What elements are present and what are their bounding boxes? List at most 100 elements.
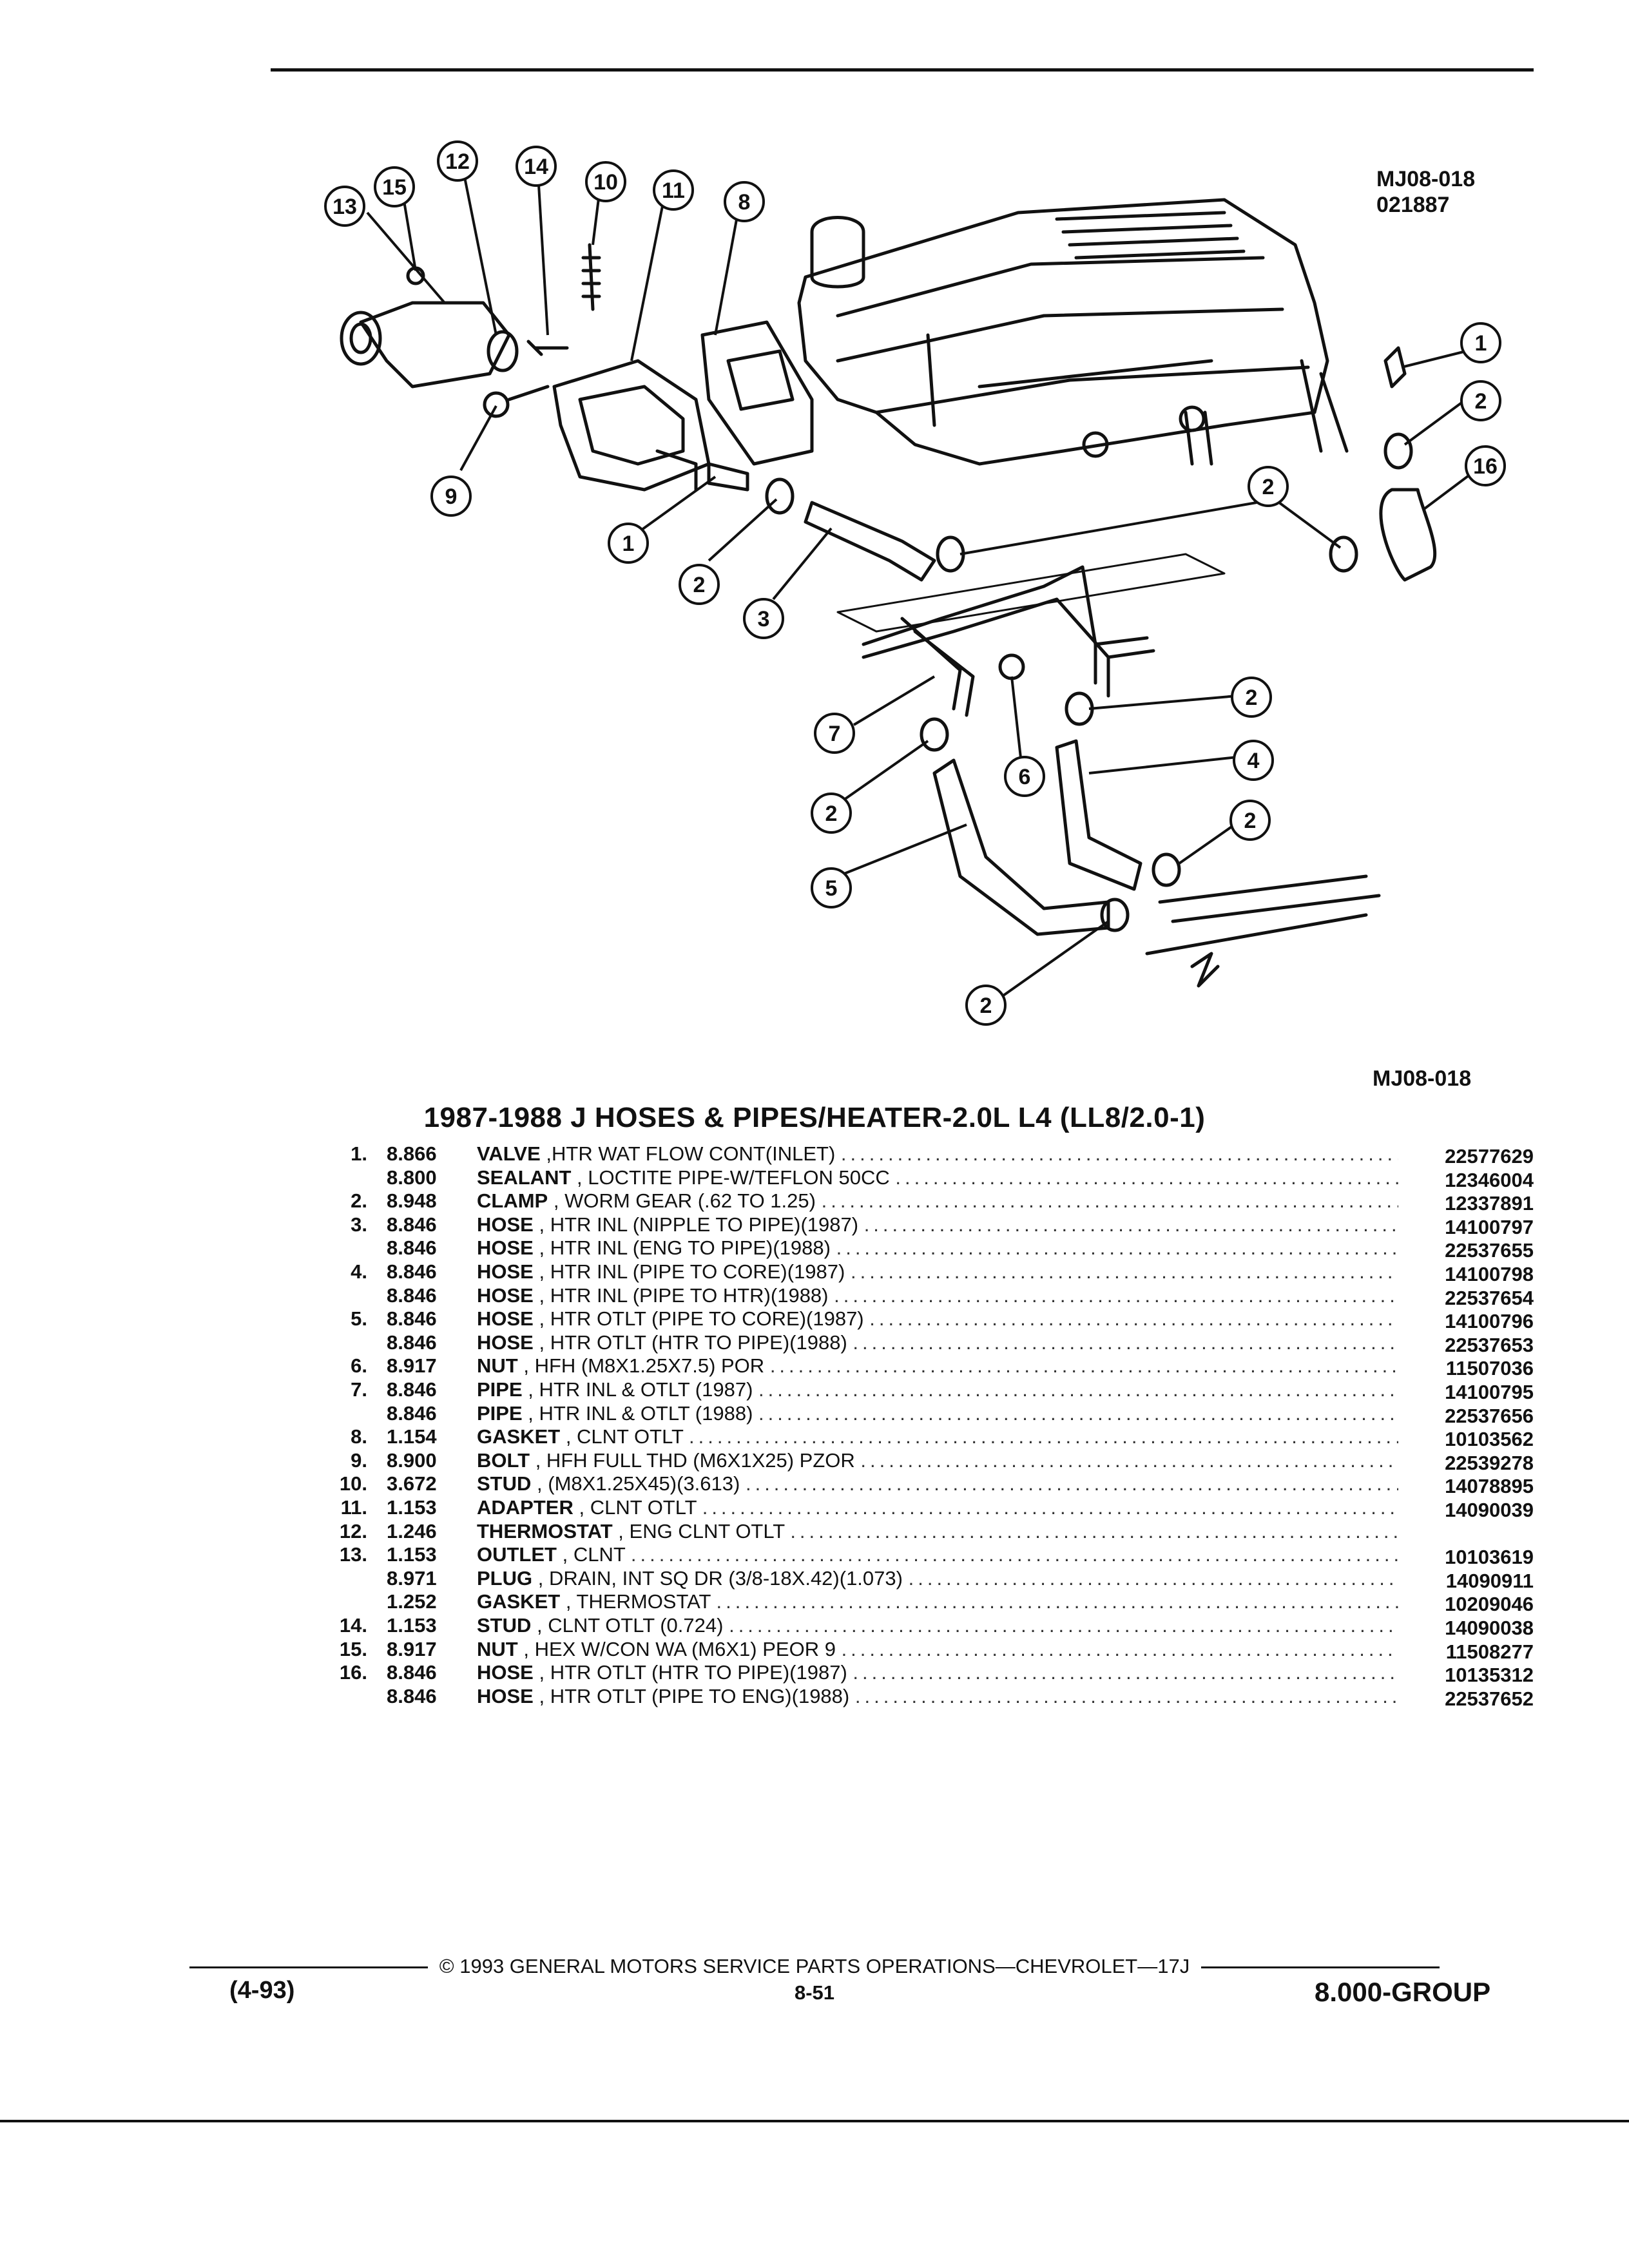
part-name: HOSE bbox=[477, 1213, 534, 1236]
part-name: PIPE bbox=[477, 1378, 523, 1401]
item-number: 6. bbox=[351, 1354, 367, 1378]
part-number: 10209046 bbox=[1445, 1593, 1534, 1616]
part-number: 11508277 bbox=[1445, 1640, 1534, 1663]
part-number: 22537654 bbox=[1445, 1286, 1534, 1309]
part-name: CLAMP bbox=[477, 1189, 548, 1213]
group-number: 8.846 bbox=[387, 1378, 437, 1401]
part-name: NUT bbox=[477, 1637, 518, 1660]
part-name: HOSE bbox=[477, 1307, 534, 1331]
callout-1-right: 1 bbox=[1460, 322, 1501, 363]
part-detail: , HTR INL (NIPPLE TO PIPE)(1987) bbox=[539, 1213, 859, 1236]
part-description: NUT , HFH (M8X1.25X7.5) POR ............… bbox=[477, 1354, 1398, 1378]
part-number: 14090911 bbox=[1445, 1569, 1534, 1592]
part-detail: , HTR INL & OTLT (1988) bbox=[528, 1401, 753, 1425]
part-detail: , HTR INL (ENG TO PIPE)(1988) bbox=[539, 1236, 831, 1260]
callout-1-left: 1 bbox=[608, 523, 649, 564]
dot-leader: ........................................… bbox=[758, 1401, 1398, 1425]
dot-leader: ........................................… bbox=[729, 1614, 1398, 1637]
part-description: HOSE , HTR INL (PIPE TO HTR)(1988) .....… bbox=[477, 1283, 1398, 1307]
svg-text:1: 1 bbox=[622, 532, 635, 556]
item-number: 1. bbox=[351, 1142, 367, 1165]
part-description: HOSE , HTR OTLT (PIPE TO CORE)(1987) ...… bbox=[477, 1307, 1398, 1331]
svg-text:13: 13 bbox=[333, 195, 357, 219]
group-number: 8.846 bbox=[387, 1401, 437, 1425]
part-description: NUT , HEX W/CON WA (M6X1) PEOR 9 .......… bbox=[477, 1637, 1398, 1661]
group-number: 1.246 bbox=[387, 1519, 437, 1542]
part-description: CLAMP , WORM GEAR (.62 TO 1.25) ........… bbox=[477, 1189, 1398, 1213]
part-name: STUD bbox=[477, 1614, 532, 1637]
callout-7: 7 bbox=[814, 713, 855, 754]
dot-leader: ........................................… bbox=[860, 1448, 1398, 1472]
svg-text:2: 2 bbox=[1244, 809, 1257, 833]
part-name: OUTLET bbox=[477, 1543, 557, 1566]
part-description: VALVE ,HTR WAT FLOW CONT(INLET) ........… bbox=[477, 1142, 1398, 1166]
part-name: PIPE bbox=[477, 1401, 523, 1425]
part-detail: , HTR OTLT (PIPE TO CORE)(1987) bbox=[539, 1307, 864, 1331]
group-number: 8.846 bbox=[387, 1331, 437, 1354]
item-number: 13. bbox=[339, 1543, 367, 1566]
callout-2-e: 2 bbox=[811, 793, 852, 834]
callout-11: 11 bbox=[653, 169, 694, 211]
coolant-outlet bbox=[359, 301, 511, 389]
hose-5 bbox=[932, 758, 1110, 936]
callout-2-g: 2 bbox=[965, 985, 1007, 1026]
part-detail: , THERMOSTAT bbox=[565, 1590, 711, 1613]
callout-5: 5 bbox=[811, 867, 852, 908]
group-number: 8.846 bbox=[387, 1307, 437, 1331]
parts-row: 6. 8.917 NUT , HFH (M8X1.25X7.5) POR .....… bbox=[0, 1354, 1629, 1379]
svg-text:2: 2 bbox=[980, 994, 992, 1018]
hose-16 bbox=[1379, 488, 1437, 582]
dot-leader: ........................................… bbox=[769, 1354, 1398, 1378]
svg-text:2: 2 bbox=[1262, 475, 1275, 499]
callout-2-a: 2 bbox=[679, 564, 720, 605]
dot-leader: ........................................… bbox=[853, 1661, 1398, 1684]
group-number: 8.866 bbox=[387, 1142, 437, 1165]
part-number: 22537652 bbox=[1445, 1687, 1534, 1710]
part-name: HOSE bbox=[477, 1661, 534, 1684]
dot-leader: ........................................… bbox=[716, 1590, 1399, 1613]
top-rule bbox=[271, 68, 1534, 72]
dot-leader: ........................................… bbox=[745, 1472, 1398, 1495]
part-description: ADAPTER , CLNT OTLT ....................… bbox=[477, 1495, 1398, 1519]
part-number: 22539278 bbox=[1445, 1451, 1534, 1474]
part-number: 14100797 bbox=[1445, 1215, 1534, 1238]
item-number: 10. bbox=[339, 1472, 367, 1495]
part-detail: , HFH (M8X1.25X7.5) POR bbox=[523, 1354, 765, 1378]
svg-text:11: 11 bbox=[662, 178, 685, 203]
dot-leader: ........................................… bbox=[758, 1378, 1398, 1401]
svg-text:10: 10 bbox=[593, 170, 618, 195]
svg-text:2: 2 bbox=[1475, 389, 1487, 414]
group-number: 8.917 bbox=[387, 1637, 437, 1660]
group-number: 3.672 bbox=[387, 1472, 437, 1495]
svg-text:4: 4 bbox=[1248, 749, 1260, 773]
part-number: 14078895 bbox=[1445, 1475, 1534, 1498]
part-name: HOSE bbox=[477, 1260, 534, 1283]
part-name: GASKET bbox=[477, 1590, 561, 1613]
item-number: 15. bbox=[339, 1637, 367, 1660]
part-number: 22537653 bbox=[1445, 1333, 1534, 1356]
dot-leader: ........................................… bbox=[689, 1425, 1398, 1448]
parts-row: 15. 8.917 NUT , HEX W/CON WA (M6X1) PEOR 9… bbox=[0, 1637, 1629, 1663]
part-description: PIPE , HTR INL & OTLT (1987) ...........… bbox=[477, 1378, 1398, 1401]
group-number: 8.846 bbox=[387, 1684, 437, 1707]
callout-2-d: 2 bbox=[1231, 677, 1272, 718]
callout-10: 10 bbox=[585, 161, 626, 202]
dot-leader: ........................................… bbox=[841, 1637, 1398, 1660]
group-number: 8.917 bbox=[387, 1354, 437, 1378]
svg-text:5: 5 bbox=[825, 876, 838, 901]
svg-text:12: 12 bbox=[445, 149, 470, 174]
dot-leader: ........................................… bbox=[853, 1331, 1398, 1354]
part-description: STUD , CLNT OTLT (0.724) ...............… bbox=[477, 1613, 1398, 1637]
group-number: 8.800 bbox=[387, 1166, 437, 1189]
